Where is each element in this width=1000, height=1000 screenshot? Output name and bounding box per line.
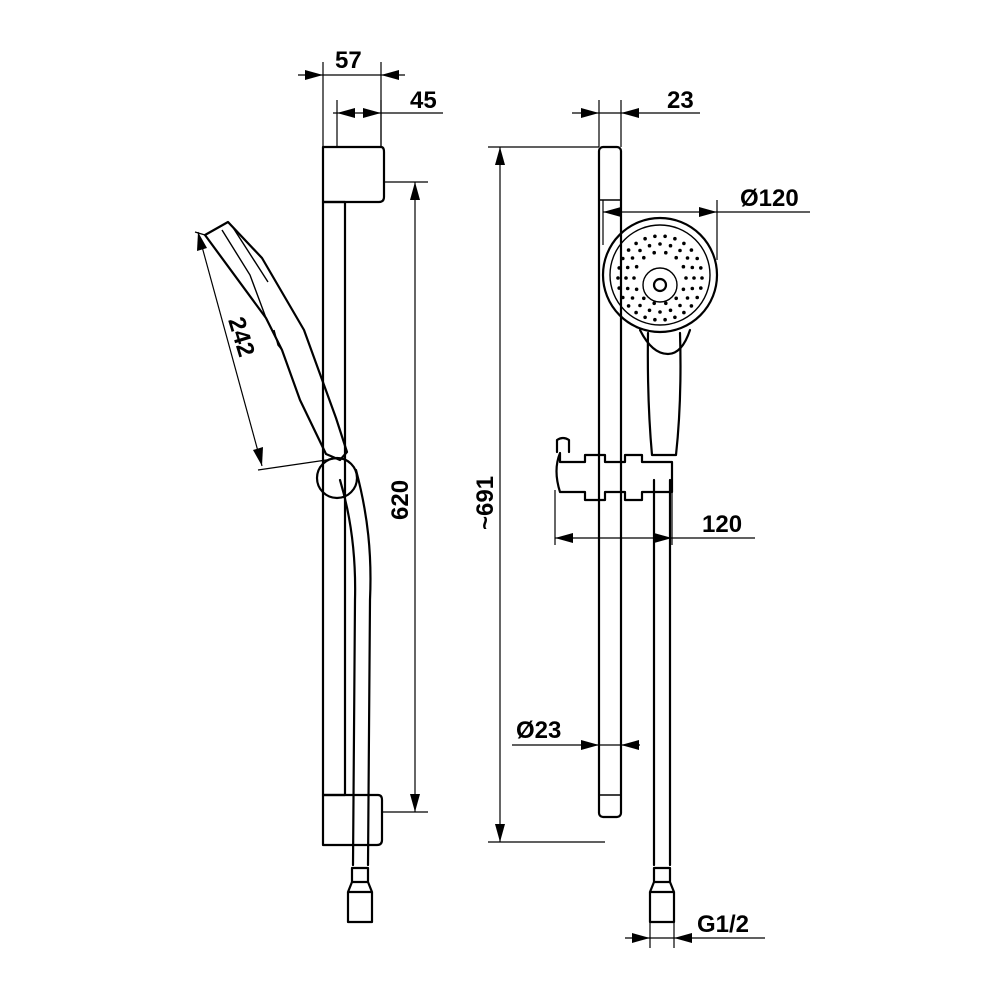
nozzle-dot bbox=[695, 256, 699, 261]
nozzle-dot bbox=[638, 303, 642, 308]
nozzle-dot bbox=[690, 286, 695, 291]
nozzle-dot bbox=[695, 295, 699, 300]
nozzle-dot bbox=[681, 264, 686, 269]
side-handshower bbox=[203, 220, 349, 462]
front-handshower-handle bbox=[646, 331, 682, 457]
nozzle-dot bbox=[684, 276, 688, 280]
nozzle-dot bbox=[652, 301, 656, 306]
dim-d23-label: Ø23 bbox=[516, 717, 561, 744]
nozzle-dot bbox=[673, 315, 677, 320]
side-view: 57 45 620 242 bbox=[194, 47, 443, 924]
nozzle-dot bbox=[685, 296, 690, 300]
dim-g12-label: G1/2 bbox=[697, 911, 749, 938]
nozzle-dot bbox=[673, 236, 677, 241]
nozzle-dot bbox=[681, 287, 686, 292]
front-slider-button bbox=[555, 436, 571, 454]
nozzle-dot bbox=[658, 310, 662, 314]
dim-d120-label: Ø120 bbox=[740, 185, 799, 212]
front-hose bbox=[652, 478, 672, 867]
front-handshower-nozzles bbox=[616, 234, 704, 322]
nozzle-dot bbox=[653, 234, 657, 239]
nozzle-dot bbox=[674, 296, 678, 301]
dim-120-label: 120 bbox=[702, 511, 742, 538]
nozzle-dot bbox=[630, 256, 635, 260]
nozzle-dot bbox=[634, 264, 639, 269]
nozzle-dot bbox=[663, 234, 667, 239]
dim-45-label: 45 bbox=[410, 87, 437, 114]
nozzle-dot bbox=[692, 276, 696, 280]
side-hose bbox=[338, 468, 372, 867]
nozzle-dot bbox=[617, 286, 621, 290]
nozzle-dot bbox=[678, 248, 682, 253]
bottom-wall-bracket bbox=[321, 793, 384, 847]
nozzle-dot bbox=[653, 317, 657, 322]
nozzle-dot bbox=[652, 250, 656, 255]
nozzle-dot bbox=[626, 304, 631, 308]
nozzle-dot bbox=[625, 286, 630, 291]
side-handshower-face bbox=[221, 225, 269, 319]
front-handshower-inner-ring bbox=[609, 224, 711, 326]
side-handshower-button bbox=[273, 329, 283, 351]
nozzle-dot bbox=[678, 303, 682, 308]
nozzle-dot bbox=[616, 276, 620, 280]
nozzle-dot bbox=[664, 301, 668, 306]
front-hose-connector bbox=[648, 866, 676, 924]
nozzle-dot bbox=[634, 310, 638, 315]
nozzle-dot bbox=[699, 266, 703, 270]
dim-242-label: 242 bbox=[222, 314, 260, 360]
nozzle-dot bbox=[634, 287, 639, 292]
nozzle-dot bbox=[700, 276, 704, 280]
front-slider bbox=[555, 451, 674, 502]
nozzle-dot bbox=[617, 266, 621, 270]
nozzle-dot bbox=[682, 310, 686, 315]
nozzle-dot bbox=[621, 256, 625, 261]
nozzle-dot bbox=[625, 265, 630, 270]
nozzle-dot bbox=[626, 248, 631, 252]
nozzle-dot bbox=[647, 243, 652, 248]
nozzle-dot bbox=[689, 304, 694, 308]
nozzle-dot bbox=[682, 241, 686, 246]
dim-691-label: ~691 bbox=[472, 476, 499, 530]
side-hose-connector bbox=[346, 866, 374, 924]
front-rail bbox=[597, 145, 623, 819]
nozzle-dot bbox=[663, 317, 667, 322]
front-handshower-head bbox=[601, 216, 719, 334]
nozzle-dot bbox=[634, 241, 638, 246]
nozzle-dot bbox=[658, 242, 662, 246]
front-handshower-neck bbox=[638, 328, 692, 356]
nozzle-dot bbox=[685, 256, 690, 260]
nozzle-dot bbox=[668, 308, 673, 313]
nozzle-dot bbox=[674, 255, 678, 260]
front-handshower-center bbox=[652, 277, 668, 293]
nozzle-dot bbox=[621, 295, 625, 300]
nozzle-dot bbox=[643, 236, 647, 241]
nozzle-dot bbox=[664, 250, 668, 255]
nozzle-dot bbox=[668, 243, 673, 248]
nozzle-dot bbox=[689, 248, 694, 252]
top-wall-bracket bbox=[321, 145, 386, 204]
nozzle-dot bbox=[638, 248, 642, 253]
nozzle-dot bbox=[642, 255, 646, 260]
nozzle-dot bbox=[632, 276, 636, 280]
nozzle-dot bbox=[647, 308, 652, 313]
nozzle-dot bbox=[699, 286, 703, 290]
dim-620-label: 620 bbox=[387, 480, 414, 520]
nozzle-dot bbox=[690, 265, 695, 270]
nozzle-dot bbox=[642, 296, 646, 301]
nozzle-dot bbox=[643, 315, 647, 320]
dim-57-label: 57 bbox=[335, 47, 362, 74]
dim-23-top-label: 23 bbox=[667, 87, 694, 114]
front-view: 23 Ø120 ~691 120 Ø23 G1/2 bbox=[472, 87, 810, 948]
nozzle-dot bbox=[624, 276, 628, 280]
nozzle-dot bbox=[630, 296, 635, 300]
